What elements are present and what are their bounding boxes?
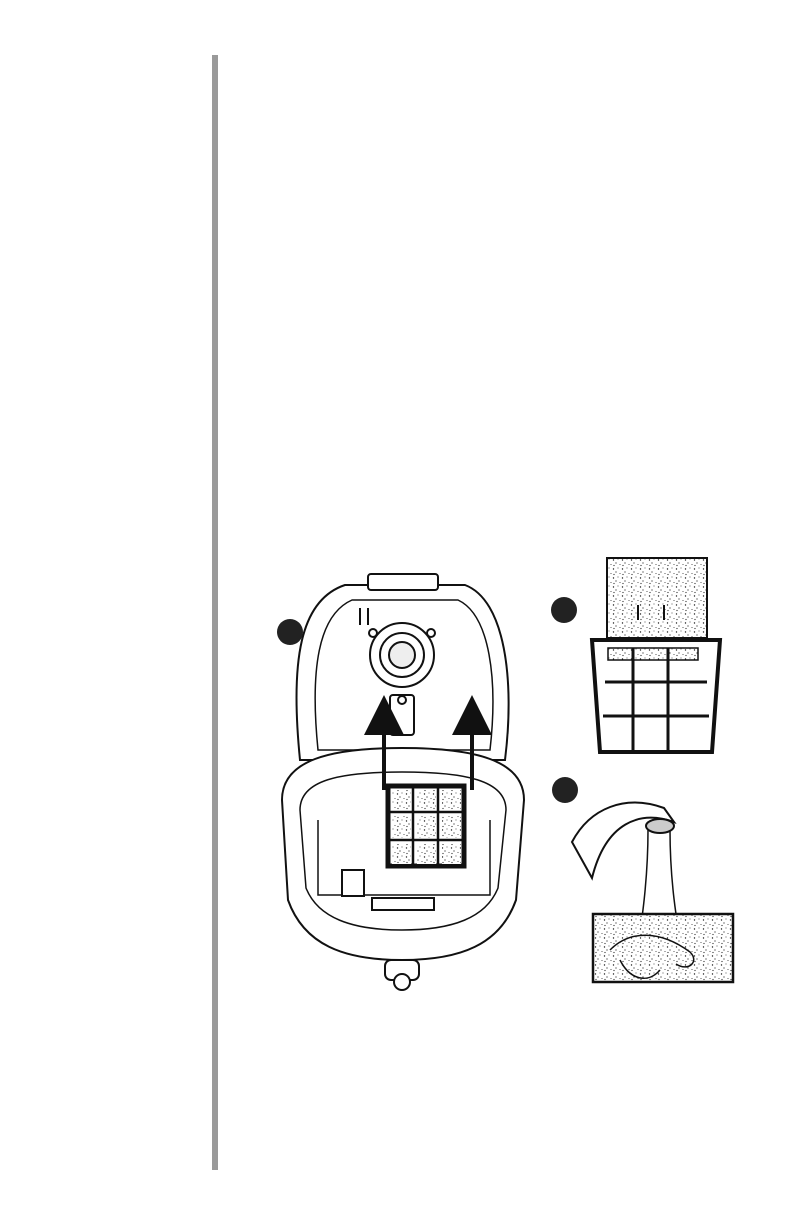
step-marker-1 — [277, 619, 303, 645]
step-marker-2 — [551, 597, 577, 623]
figure-filter-frame — [551, 558, 720, 752]
figure-vacuum — [277, 574, 524, 990]
step-marker-3 — [552, 777, 578, 803]
figure-rinse-filter — [552, 777, 733, 982]
